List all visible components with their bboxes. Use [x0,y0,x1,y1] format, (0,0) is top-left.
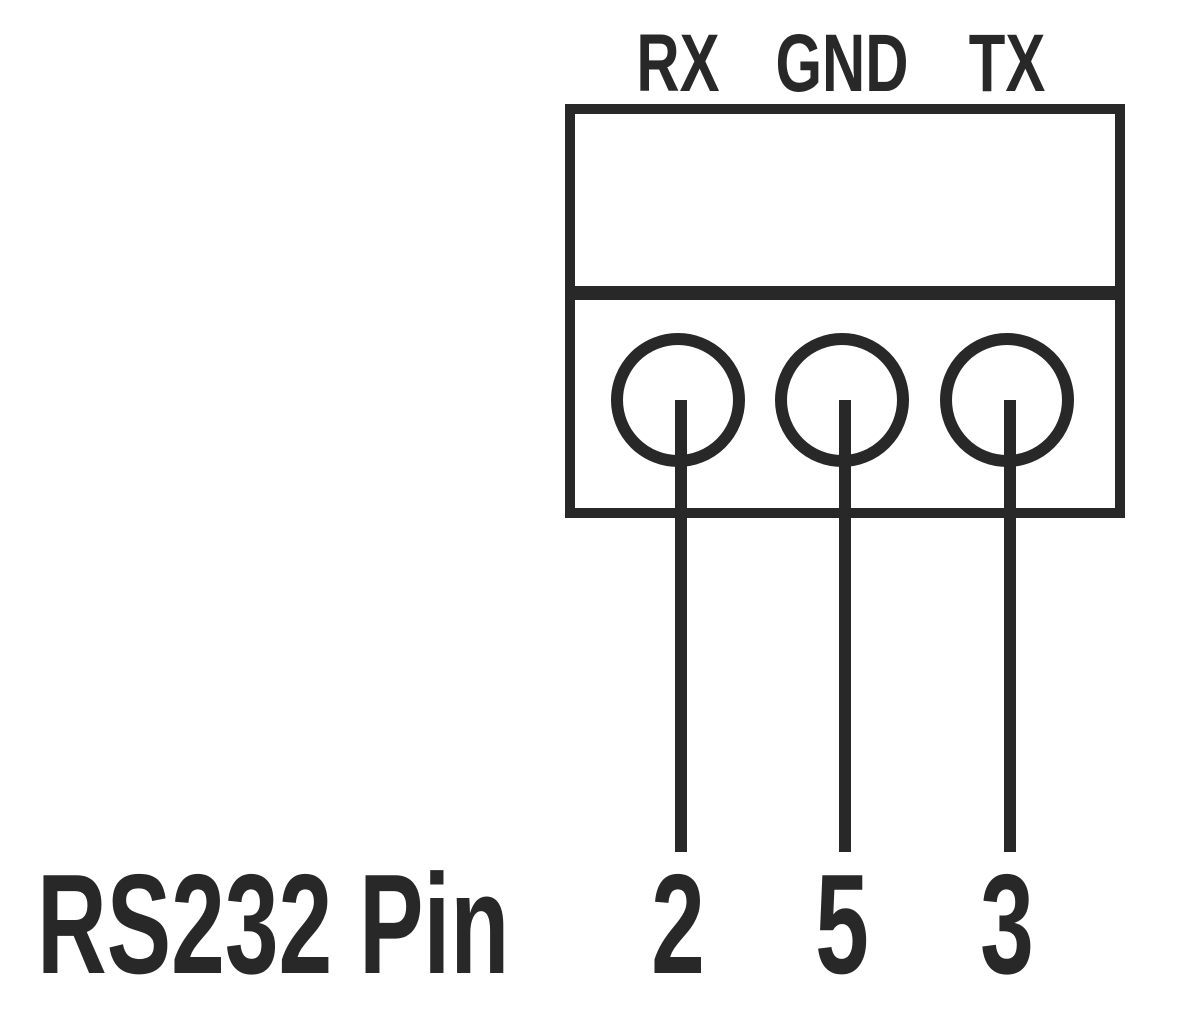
pin-number-tx: 3 [980,845,1034,1004]
caption-rs232-pin: RS232 Pin [37,845,510,1004]
signal-label-gnd: GND [775,18,909,109]
terminal-block-divider [565,286,1125,300]
pin-lead-line-tx [1004,400,1016,852]
pin-lead-line-rx [675,400,687,852]
pin-number-gnd: 5 [815,845,869,1004]
pin-lead-line-gnd [839,400,851,852]
signal-label-tx: TX [968,18,1046,109]
pin-number-rx: 2 [651,845,705,1004]
signal-label-rx: RX [636,18,720,109]
